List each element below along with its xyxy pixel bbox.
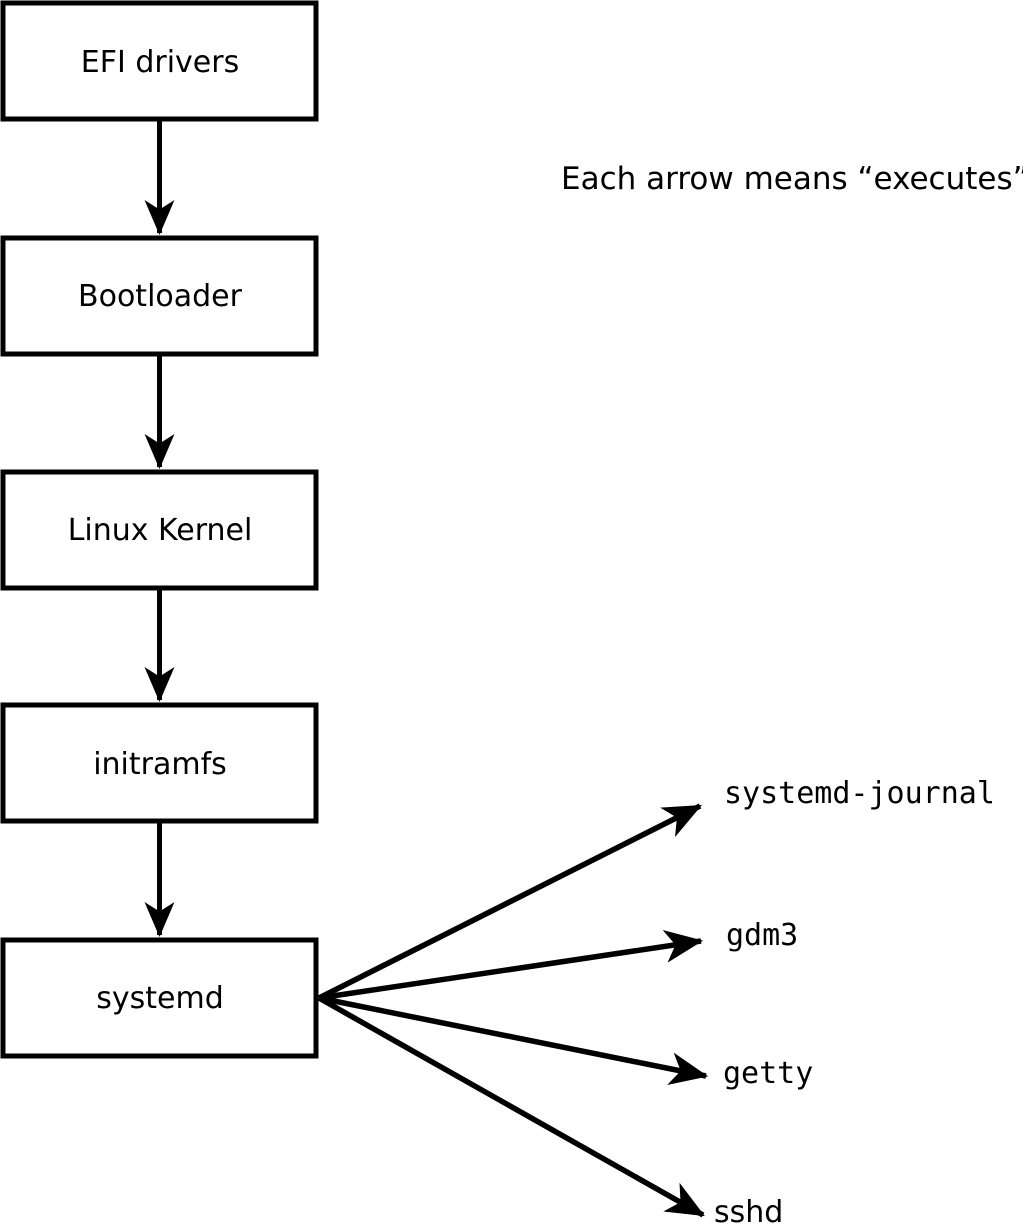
service-label-getty: getty [723, 1056, 813, 1091]
node-efi-drivers-label: EFI drivers [81, 45, 239, 80]
arrow-systemd-to-gdm3 [318, 930, 704, 1001]
service-label-sshd: sshd [714, 1195, 783, 1230]
node-efi-drivers [0, 0, 319, 122]
service-label-systemd-journal: systemd-journal [724, 776, 995, 811]
node-linux-kernel [0, 469, 319, 591]
node-systemd [0, 937, 319, 1059]
node-bootloader-label: Bootloader [78, 279, 243, 314]
systemd-fanout: systemd-journal gdm3 getty sshd [317, 776, 995, 1230]
node-initramfs [0, 702, 319, 824]
arrow-systemd-to-getty [318, 995, 709, 1086]
arrow-meaning-note: Each arrow means “executes”. [561, 161, 1023, 197]
node-linux-kernel-label: Linux Kernel [68, 513, 253, 548]
node-initramfs-label: initramfs [93, 747, 227, 782]
node-bootloader [0, 235, 319, 357]
service-label-gdm3: gdm3 [726, 918, 798, 953]
arrow-systemd-to-journal [317, 803, 702, 1001]
boot-chain: EFI drivers Bootloader Linux Kernel init… [0, 0, 319, 1059]
arrow-systemd-to-sshd [317, 995, 705, 1218]
node-systemd-label: systemd [96, 981, 224, 1016]
